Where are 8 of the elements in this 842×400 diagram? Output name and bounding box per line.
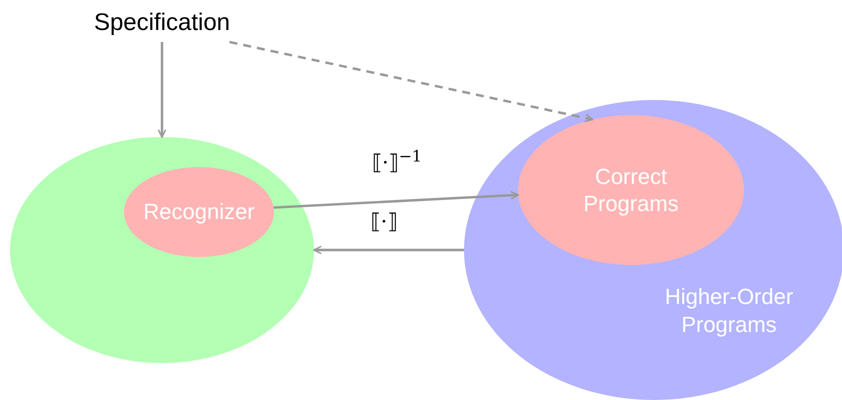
node-label: Specification (80, 4, 244, 42)
dashed-arrow (229, 40, 594, 122)
arrow (274, 190, 519, 209)
arrow (313, 246, 464, 254)
set-ellipse: Recognizer (124, 167, 274, 257)
set-label: Higher-Order Programs (664, 283, 794, 338)
set-ellipse: Correct Programs (518, 115, 744, 265)
arrow (158, 42, 166, 138)
